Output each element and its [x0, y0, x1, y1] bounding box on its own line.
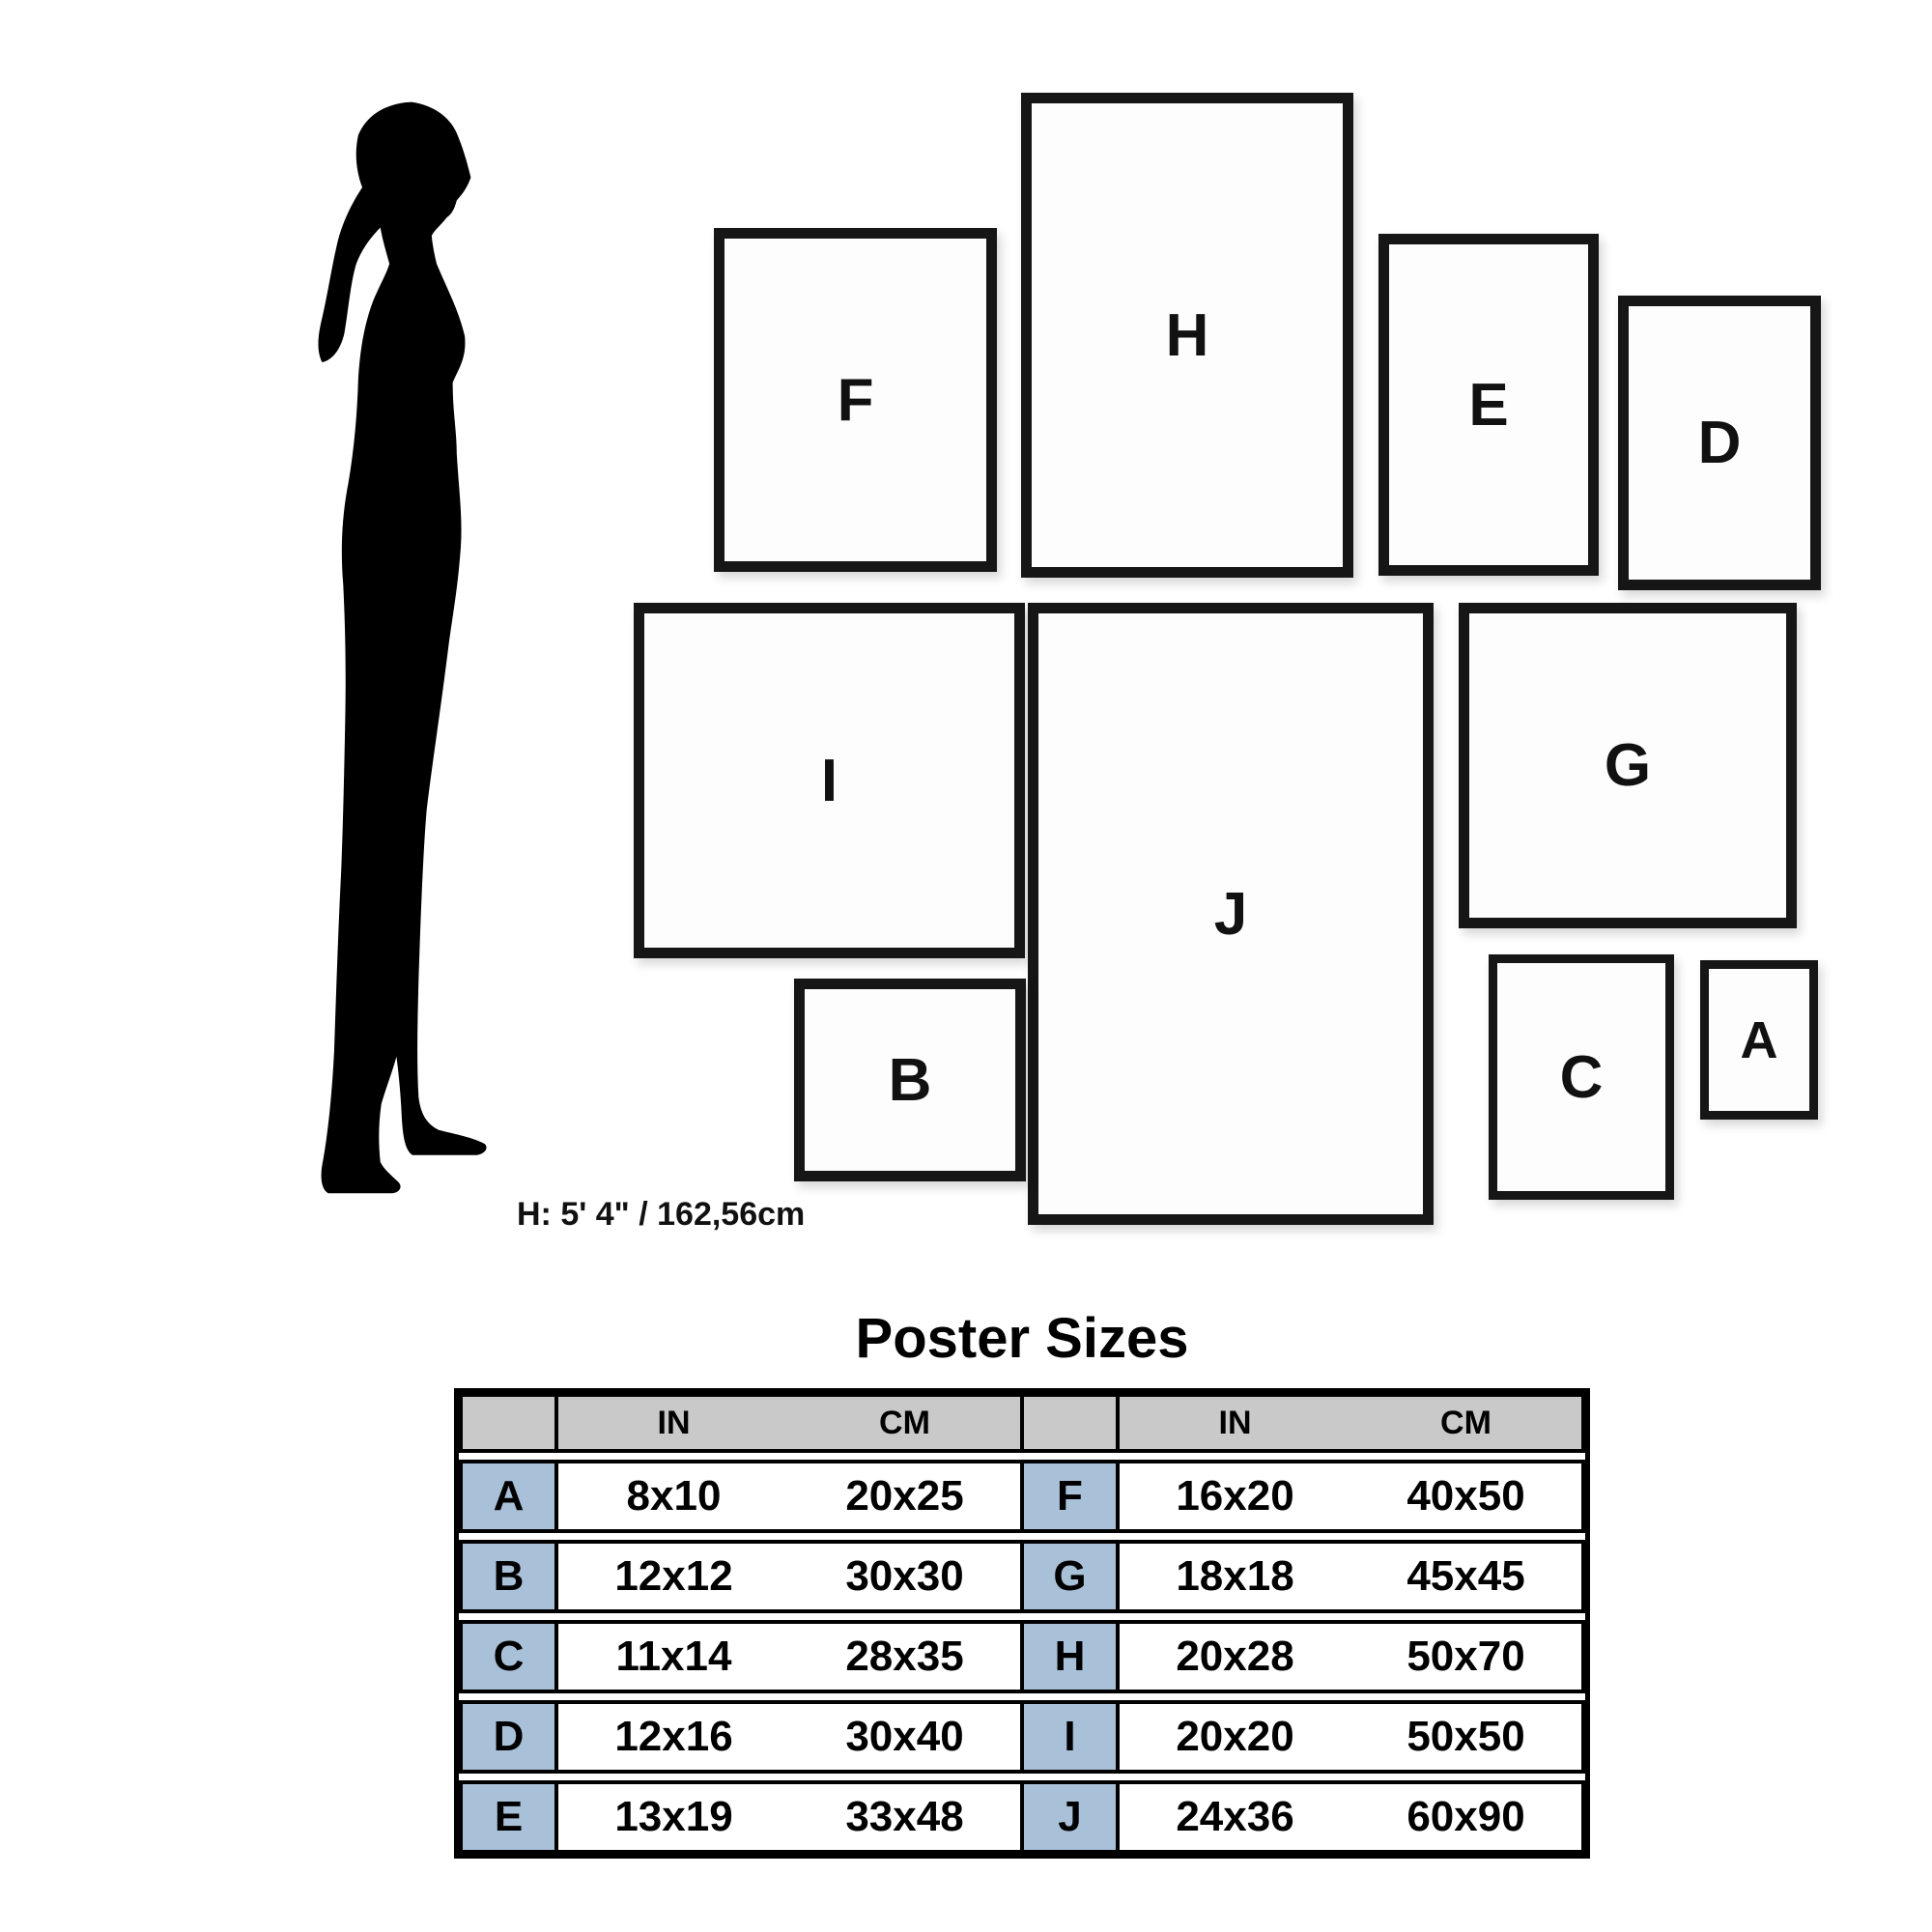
row-values: 20x20 50x50 [1120, 1704, 1581, 1770]
frame-f-label: F [837, 366, 874, 434]
size-cm-value: 28x35 [845, 1633, 964, 1680]
size-in-value: 12x16 [614, 1713, 733, 1760]
row-letter: J [1024, 1784, 1116, 1850]
size-in-value: 20x28 [1176, 1633, 1294, 1680]
frame-i: I [634, 603, 1025, 958]
row-values: 16x20 40x50 [1120, 1463, 1581, 1529]
row-letter: G [1024, 1544, 1116, 1609]
header-in-right: IN [1218, 1404, 1252, 1441]
table-row: D 12x16 30x40 I 20x20 50x50 [459, 1700, 1585, 1774]
woman-silhouette-graphic [318, 101, 487, 1194]
frame-h: H [1021, 93, 1353, 578]
poster-size-table: IN CM IN CM A 8x10 20x25 F 16x20 40x50 B [454, 1388, 1590, 1859]
table-row: B 12x12 30x30 G 18x18 45x45 [459, 1540, 1585, 1613]
frame-c: C [1489, 954, 1674, 1200]
table-row: E 13x19 33x48 J 24x36 60x90 [459, 1780, 1585, 1854]
header-cm-left: CM [879, 1404, 930, 1441]
size-in-value: 11x14 [615, 1633, 732, 1680]
frame-e: E [1378, 234, 1599, 576]
row-values: 13x19 33x48 [558, 1784, 1020, 1850]
row-values: 18x18 45x45 [1120, 1544, 1581, 1609]
woman-silhouette [227, 87, 546, 1212]
frame-b-label: B [888, 1046, 932, 1114]
size-in-value: 12x12 [614, 1552, 733, 1600]
height-label: H: 5' 4" / 162,56cm [517, 1196, 806, 1233]
size-in-value: 18x18 [1176, 1552, 1294, 1600]
row-values: 12x16 30x40 [558, 1704, 1020, 1770]
size-cm-value: 30x30 [845, 1552, 964, 1600]
header-in-left: IN [657, 1404, 691, 1441]
row-letter: F [1024, 1463, 1116, 1529]
row-values: 12x12 30x30 [558, 1544, 1020, 1609]
frame-c-label: C [1559, 1043, 1604, 1111]
header-letter-spacer-right [1024, 1397, 1116, 1449]
frame-h-label: H [1165, 301, 1209, 369]
row-letter: I [1024, 1704, 1116, 1770]
row-values: 11x14 28x35 [558, 1624, 1020, 1690]
frame-a: A [1700, 960, 1818, 1120]
frame-j: J [1028, 603, 1434, 1225]
size-cm-value: 50x50 [1406, 1713, 1525, 1760]
frame-i-label: I [820, 747, 838, 814]
size-cm-value: 40x50 [1406, 1472, 1525, 1520]
size-cm-value: 33x48 [845, 1793, 964, 1840]
table-row: C 11x14 28x35 H 20x28 50x70 [459, 1620, 1585, 1693]
frame-j-label: J [1213, 880, 1248, 948]
frame-a-label: A [1740, 1010, 1778, 1069]
header-units-left: IN CM [558, 1397, 1020, 1449]
table-title: Poster Sizes [855, 1307, 1189, 1370]
frame-b: B [794, 979, 1026, 1181]
table-header-row: IN CM IN CM [459, 1393, 1585, 1453]
size-in-value: 20x20 [1176, 1713, 1294, 1760]
size-cm-value: 50x70 [1406, 1633, 1525, 1680]
frame-f: F [714, 228, 997, 572]
row-letter: C [463, 1624, 554, 1690]
row-letter: E [463, 1784, 554, 1850]
table-row: A 8x10 20x25 F 16x20 40x50 [459, 1460, 1585, 1533]
size-in-value: 24x36 [1176, 1793, 1294, 1840]
size-cm-value: 45x45 [1406, 1552, 1525, 1600]
size-cm-value: 30x40 [845, 1713, 964, 1760]
row-values: 20x28 50x70 [1120, 1624, 1581, 1690]
frame-g-label: G [1604, 732, 1652, 799]
row-letter: D [463, 1704, 554, 1770]
row-letter: B [463, 1544, 554, 1609]
row-letter: H [1024, 1624, 1116, 1690]
size-in-value: 8x10 [626, 1472, 722, 1520]
frame-d: D [1618, 296, 1821, 590]
frame-d-label: D [1697, 410, 1742, 476]
size-in-value: 16x20 [1176, 1472, 1294, 1520]
header-letter-spacer-left [463, 1397, 554, 1449]
frame-e-label: E [1468, 371, 1509, 439]
size-cm-value: 20x25 [845, 1472, 964, 1520]
size-cm-value: 60x90 [1406, 1793, 1525, 1840]
row-values: 24x36 60x90 [1120, 1784, 1581, 1850]
size-in-value: 13x19 [614, 1793, 733, 1840]
header-cm-right: CM [1440, 1404, 1492, 1441]
row-values: 8x10 20x25 [558, 1463, 1020, 1529]
row-letter: A [463, 1463, 554, 1529]
frame-g: G [1459, 603, 1797, 928]
header-units-right: IN CM [1120, 1397, 1581, 1449]
